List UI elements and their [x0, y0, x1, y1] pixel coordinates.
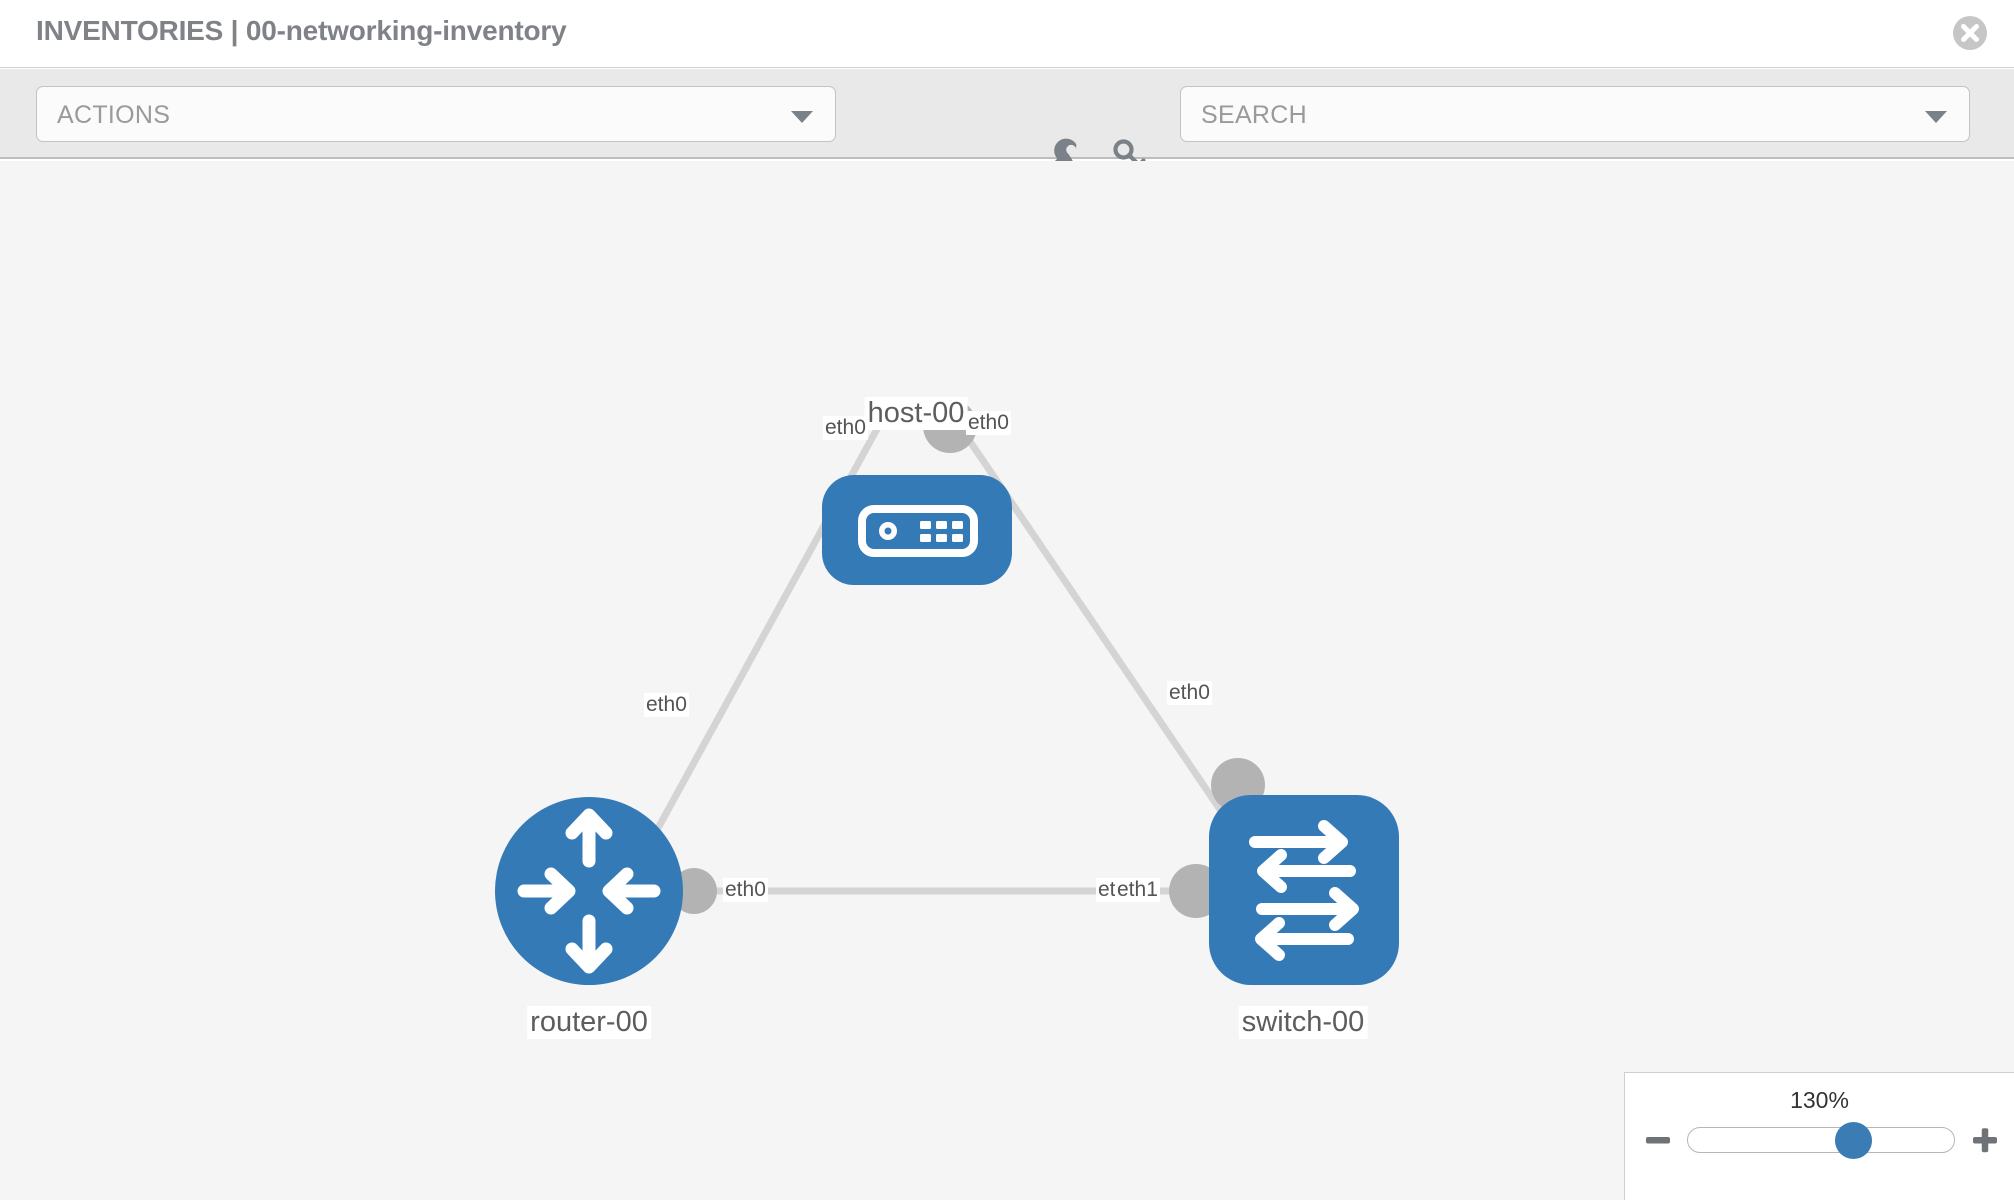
close-icon[interactable]	[1950, 13, 1990, 53]
node-label-router: router-00	[527, 1006, 651, 1039]
port-label-host-left: eth0	[823, 416, 868, 440]
zoom-control-panel: 130%	[1624, 1072, 2014, 1200]
plus-icon[interactable]	[1970, 1125, 2000, 1155]
port-label-host-right: eth0	[966, 411, 1011, 435]
zoom-slider-thumb[interactable]	[1834, 1122, 1872, 1159]
toolbar: ACTIONS SEARC	[0, 69, 2014, 174]
port-label-switch-left: eth1	[1115, 878, 1160, 902]
node-label-switch: switch-00	[1238, 1006, 1368, 1039]
link-host-switch	[945, 407, 1258, 863]
page-header: INVENTORIES | 00-networking-inventory	[0, 0, 2014, 68]
zoom-level-label: 130%	[1790, 1087, 1849, 1113]
port-router-right	[671, 868, 717, 914]
zoom-slider[interactable]	[1687, 1122, 1955, 1159]
actions-dropdown-label: ACTIONS	[57, 101, 171, 129]
node-label-host: host-00	[864, 397, 968, 430]
port-label-router-up: eth0	[644, 693, 689, 717]
chevron-down-icon	[1925, 111, 1947, 123]
node-router-00	[495, 797, 683, 985]
search-placeholder: SEARCH	[1201, 101, 1307, 129]
topology-canvas[interactable]: host-00 router-00 switch-00 eth0 eth0 et…	[0, 161, 2014, 1200]
node-host-00	[822, 475, 1012, 585]
router-arrows-icon	[517, 808, 661, 974]
chevron-down-icon	[791, 111, 813, 123]
page-title: INVENTORIES | 00-networking-inventory	[36, 15, 567, 46]
server-icon	[858, 505, 978, 557]
port-label-switch-up: eth0	[1167, 681, 1212, 705]
port-label-router-right: eth0	[723, 878, 768, 902]
search-input[interactable]: SEARCH	[1180, 86, 1970, 142]
node-switch-00	[1209, 795, 1399, 985]
actions-dropdown[interactable]: ACTIONS	[36, 86, 836, 142]
minus-icon[interactable]	[1643, 1125, 1673, 1155]
switch-arrows-icon	[1249, 820, 1359, 961]
